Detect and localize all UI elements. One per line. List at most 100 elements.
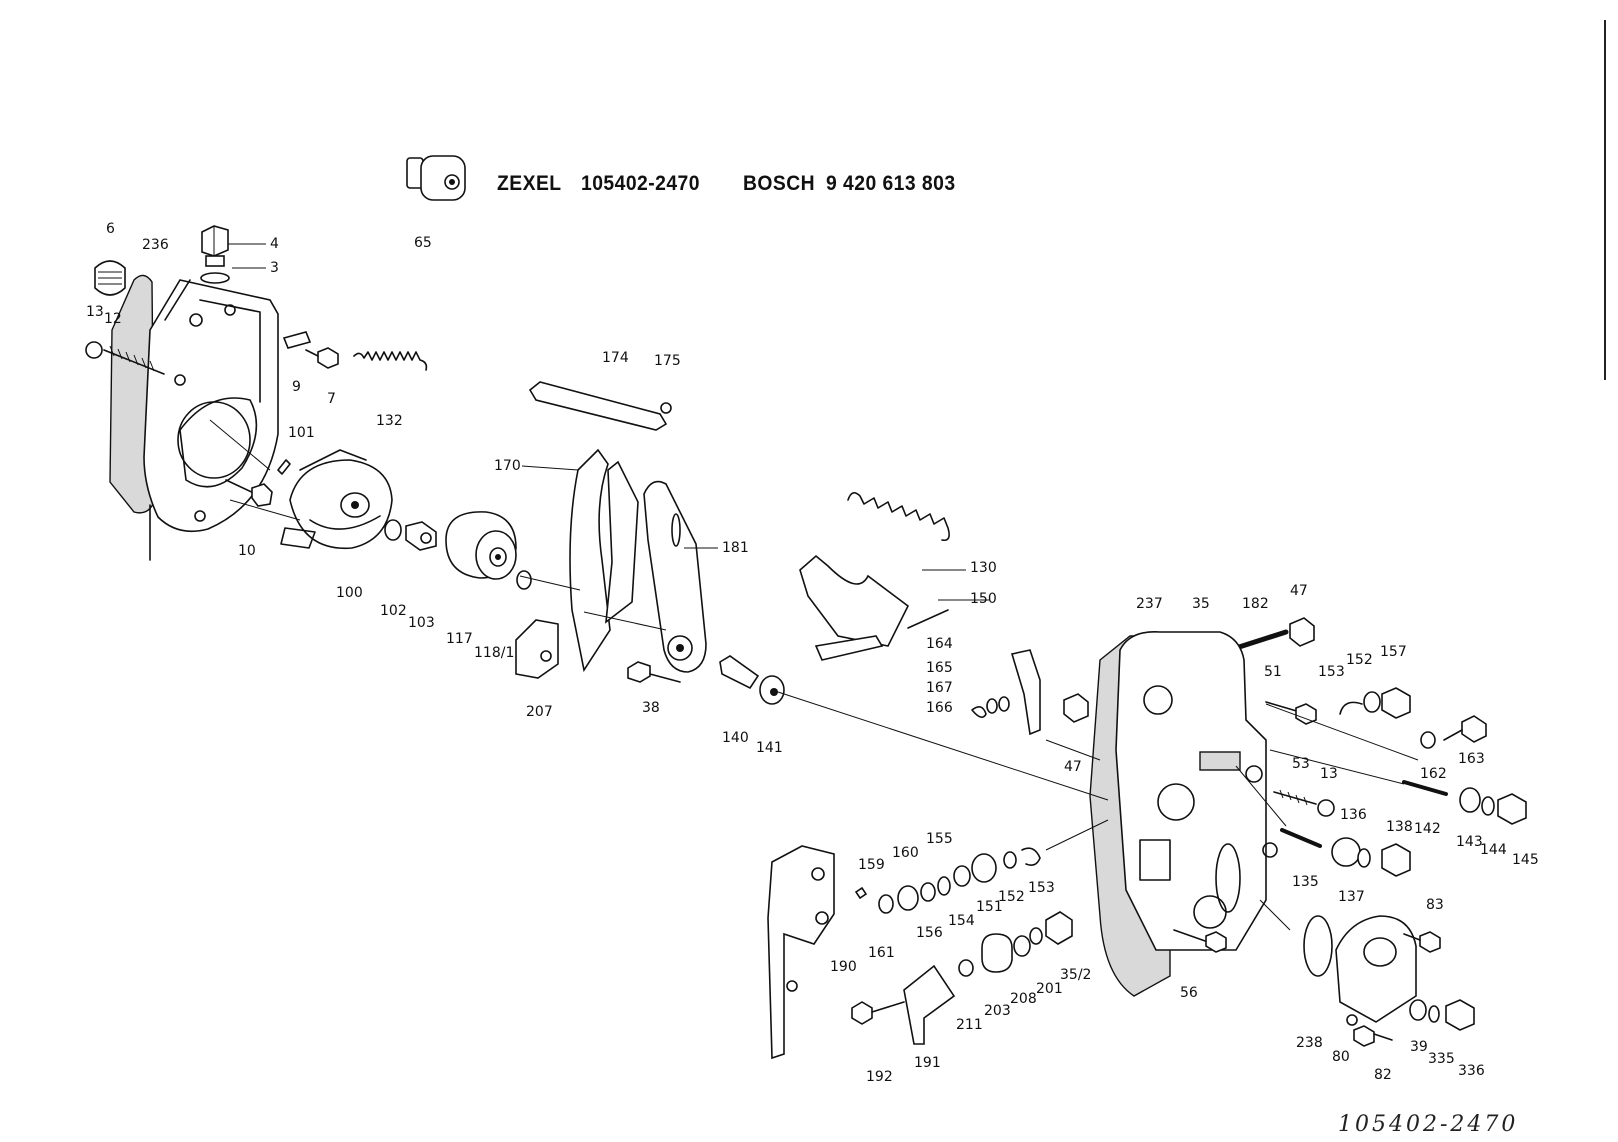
- part-label: 56: [1180, 985, 1198, 1001]
- part-156-washer: [920, 882, 936, 902]
- part-102-washer: [384, 519, 402, 541]
- part-39-nut: [1409, 999, 1427, 1021]
- part-170-lever: [569, 448, 611, 673]
- part-153-clip: [1339, 701, 1363, 715]
- part-label: 10: [238, 543, 256, 559]
- page-edge-line: [1604, 20, 1606, 380]
- leader-line-main: [777, 691, 1109, 801]
- part-label: 153: [1318, 664, 1345, 680]
- part-101-pin: [277, 459, 291, 475]
- part-label: 191: [914, 1055, 941, 1071]
- part-label: 39: [1410, 1039, 1428, 1055]
- part-163-screw: [1443, 715, 1487, 743]
- header-bosch-number: 9 420 613 803: [826, 172, 956, 195]
- part-155-ring: [937, 876, 951, 896]
- part-label: 141: [756, 740, 783, 756]
- part-80-cover: [1335, 915, 1417, 1026]
- part-label: 83: [1426, 897, 1444, 913]
- part-166-clip: [971, 706, 987, 718]
- part-165-washer: [998, 696, 1010, 712]
- part-201-washer: [1029, 927, 1043, 945]
- part-label: 144: [1480, 842, 1507, 858]
- part-145-cap: [1497, 793, 1527, 825]
- part-label: 35: [1192, 596, 1210, 612]
- part-142-screw: [1402, 780, 1448, 796]
- part-35-2-fitting: [1045, 911, 1073, 945]
- part-label: 164: [926, 636, 953, 652]
- part-35-housing: [1115, 631, 1278, 951]
- part-label: 237: [1136, 596, 1163, 612]
- part-150-lever: [799, 554, 949, 661]
- part-117-sleeve: [445, 511, 517, 580]
- part-47-plug: [1063, 693, 1089, 723]
- part-label: 103: [408, 615, 435, 631]
- part-label: 335: [1428, 1051, 1455, 1067]
- header-zexel-number: 105402-2470: [581, 172, 700, 195]
- part-label: 118/1: [474, 645, 515, 661]
- part-65-nut: [406, 155, 466, 201]
- part-label: 6: [106, 221, 115, 237]
- part-label: 163: [1458, 751, 1485, 767]
- part-label: 150: [970, 591, 997, 607]
- part-4-plug: [200, 225, 230, 284]
- part-label: 156: [916, 925, 943, 941]
- part-label: 138: [1386, 819, 1413, 835]
- part-label: 153: [1028, 880, 1055, 896]
- part-label: 143: [1456, 834, 1483, 850]
- header-brand-zexel: ZEXEL: [497, 172, 562, 195]
- part-144-washer: [1481, 796, 1495, 816]
- part-6-cap: [94, 260, 126, 296]
- part-160-sleeve: [897, 885, 919, 911]
- part-152-ring: [1363, 691, 1381, 713]
- part-190-bracket: [767, 845, 835, 1060]
- part-82-screw: [1353, 1025, 1375, 1047]
- part-label: 167: [926, 680, 953, 696]
- part-label: 208: [1010, 991, 1037, 1007]
- part-132-spring: [353, 351, 428, 371]
- part-162-washer: [1420, 731, 1436, 749]
- part-9-clip: [282, 331, 312, 349]
- part-label: 38: [642, 700, 660, 716]
- part-118-washer: [516, 570, 532, 590]
- part-label: 65: [414, 235, 432, 251]
- part-label: 140: [722, 730, 749, 746]
- part-label: 160: [892, 845, 919, 861]
- part-137-washer: [1357, 848, 1371, 868]
- part-136-nut: [1331, 837, 1361, 867]
- part-label: 117: [446, 631, 473, 647]
- part-label: 130: [970, 560, 997, 576]
- part-label: 207: [526, 704, 553, 720]
- part-336-cap: [1445, 999, 1475, 1031]
- part-56-bolt: [1173, 929, 1227, 953]
- part-label: 100: [336, 585, 363, 601]
- part-207-block: [515, 619, 559, 679]
- part-238-oring: [1303, 915, 1333, 977]
- part-label: 181: [722, 540, 749, 556]
- part-label: 238: [1296, 1035, 1323, 1051]
- part-140-spring: [719, 655, 760, 690]
- part-label: 7: [327, 391, 336, 407]
- part-label: 137: [1338, 889, 1365, 905]
- part-label: 12: [104, 311, 122, 327]
- part-label: 47: [1064, 759, 1082, 775]
- part-label: 201: [1036, 981, 1063, 997]
- part-label: 13: [1320, 766, 1338, 782]
- part-label: 162: [1420, 766, 1447, 782]
- part-161-washer: [878, 894, 894, 914]
- part-164-lever: [1010, 649, 1041, 736]
- part-12-screw: [85, 341, 165, 375]
- part-label: 192: [866, 1069, 893, 1085]
- part-154-spring: [953, 865, 971, 887]
- part-174-bracket: [528, 381, 668, 431]
- part-label: 155: [926, 831, 953, 847]
- part-label: 152: [1346, 652, 1373, 668]
- part-51-screw: [1265, 701, 1317, 725]
- part-label: 102: [380, 603, 407, 619]
- part-10-bolt: [225, 479, 273, 507]
- part-label: 159: [858, 857, 885, 873]
- part-label: 82: [1374, 1067, 1392, 1083]
- header-brand-bosch: BOSCH: [743, 172, 816, 195]
- part-label: 157: [1380, 644, 1407, 660]
- part-label: 151: [976, 899, 1003, 915]
